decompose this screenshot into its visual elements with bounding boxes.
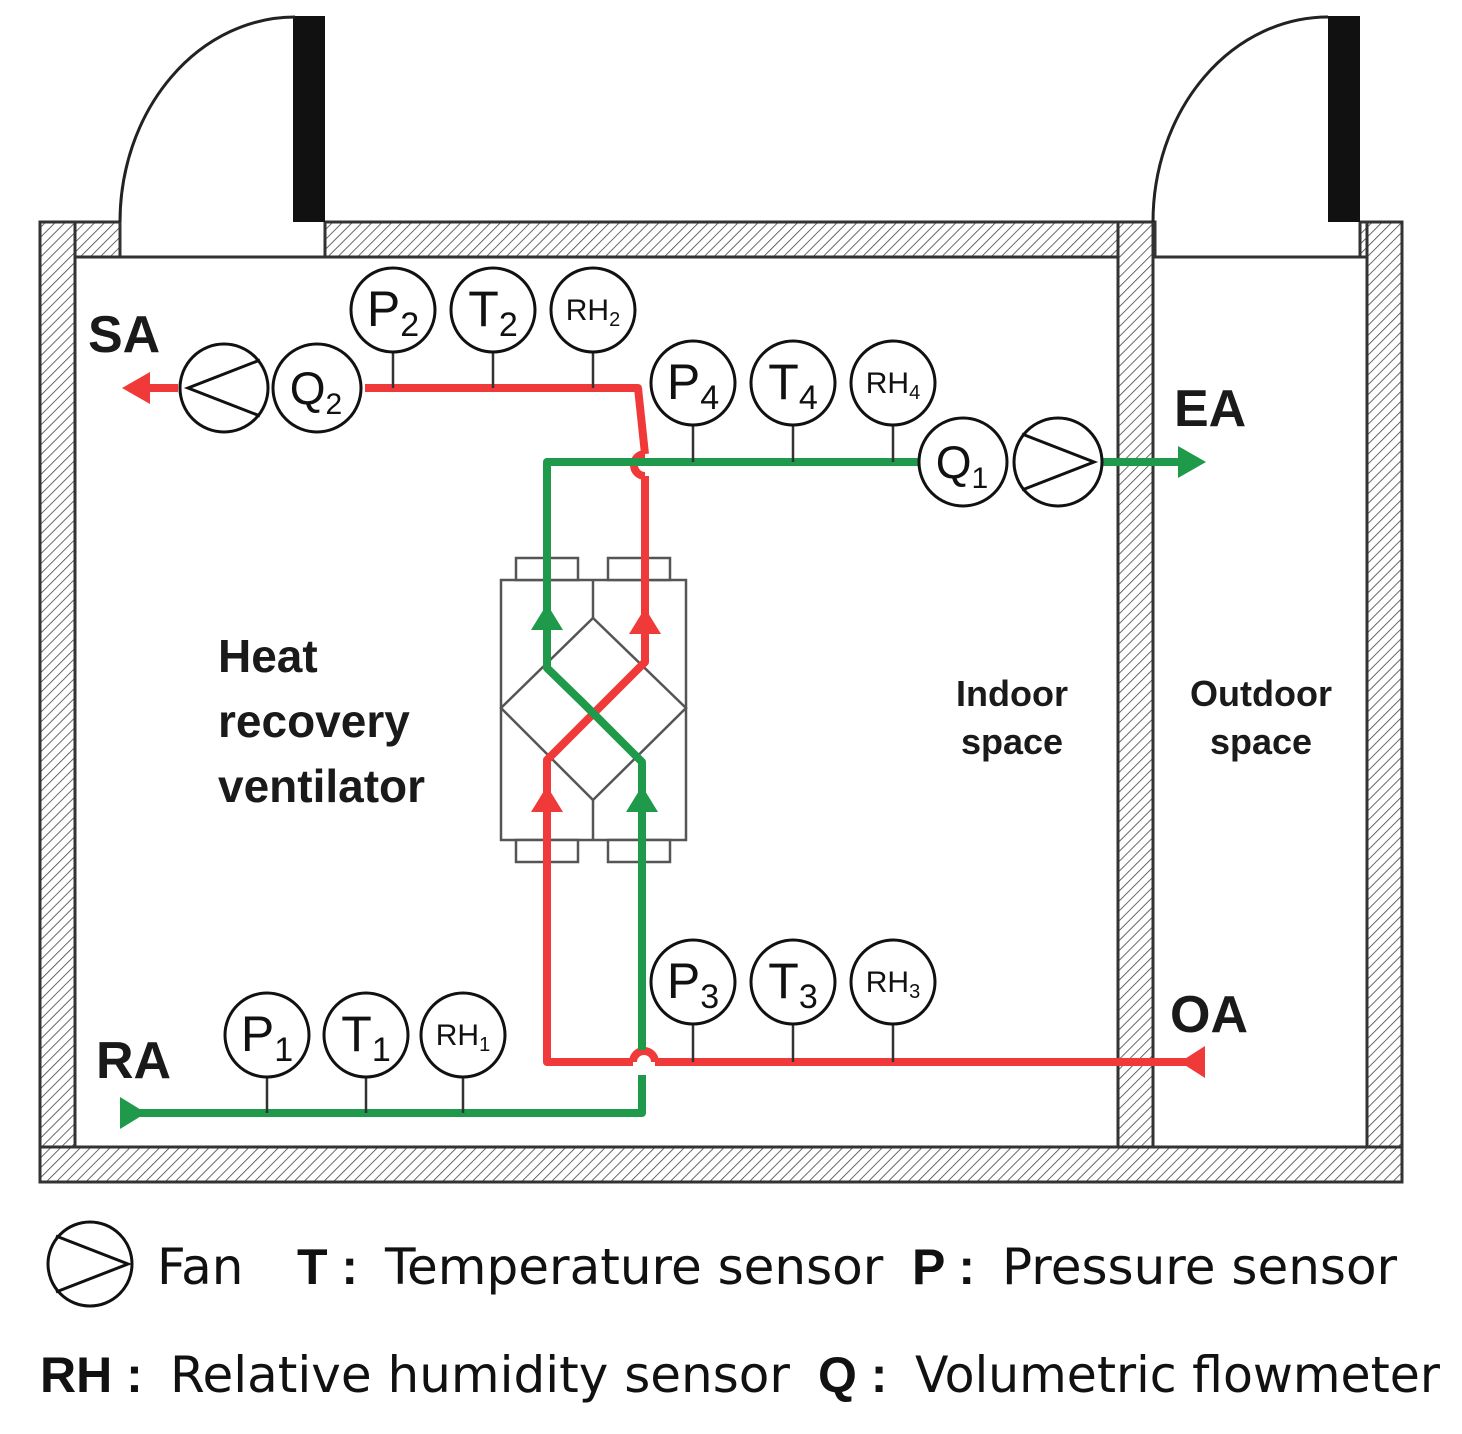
- building-walls: [38, 220, 1404, 1184]
- svg-text:RH2: RH2: [566, 294, 620, 331]
- svg-text:P2: P2: [367, 281, 419, 344]
- svg-text:Indoor: Indoor: [956, 673, 1068, 714]
- sensor-p2: P2: [349, 266, 437, 354]
- oa-inlet-arrow-icon: [1180, 1046, 1205, 1078]
- label-ra: RA: [96, 1032, 171, 1090]
- ea-flow-arrow-icon: [1178, 446, 1206, 478]
- sensor-q2: Q2: [271, 342, 363, 434]
- supply-up-arrow-icon: [531, 786, 563, 812]
- legend-q-desc: Volumetric flowmeter: [915, 1346, 1440, 1404]
- svg-text:Outdoor: Outdoor: [1190, 673, 1332, 714]
- svg-text:P1: P1: [241, 1006, 293, 1069]
- label-indoor-space: Indoor space: [956, 673, 1068, 762]
- legend: Fan T : Temperature sensor P : Pressure …: [40, 1220, 1440, 1404]
- sensor-p1: P1: [223, 991, 311, 1079]
- legend-t-key: T :: [297, 1239, 358, 1295]
- supply-up-arrow-icon: [629, 608, 661, 634]
- legend-rh-desc: Relative humidity sensor: [170, 1346, 790, 1404]
- svg-text:ventilator: ventilator: [218, 760, 425, 812]
- svg-text:T1: T1: [341, 1006, 390, 1069]
- ra-inlet-arrow-icon: [120, 1097, 146, 1129]
- svg-text:RH1: RH1: [436, 1019, 490, 1056]
- svg-text:Q2: Q2: [290, 362, 342, 421]
- svg-text:Q1: Q1: [936, 436, 988, 495]
- svg-text:T2: T2: [468, 281, 517, 344]
- sensor-t1: T1: [322, 991, 410, 1079]
- sensor-rh2: RH2: [549, 266, 637, 354]
- sensor-rh3: RH3: [849, 938, 937, 1026]
- sensor-t4: T4: [749, 339, 837, 427]
- door-left: [118, 15, 325, 223]
- svg-text:RH3: RH3: [866, 966, 920, 1003]
- door-right: [1151, 15, 1360, 223]
- label-outdoor-space: Outdoor space: [1190, 673, 1332, 762]
- svg-text:recovery: recovery: [218, 695, 410, 747]
- supply-air-line: [145, 384, 1195, 1066]
- sensor-q1: Q1: [917, 416, 1009, 508]
- svg-text:T4: T4: [768, 354, 817, 417]
- fan-icon: [178, 342, 270, 434]
- legend-t-desc: Temperature sensor: [384, 1238, 884, 1296]
- svg-text:RH4: RH4: [866, 367, 920, 404]
- legend-p-key: P :: [912, 1239, 975, 1295]
- sensor-p3: P3: [649, 938, 737, 1026]
- legend-fan: Fan: [157, 1238, 244, 1296]
- fan-icon: [1012, 416, 1104, 508]
- sensor-t3: T3: [749, 938, 837, 1026]
- svg-text:P3: P3: [667, 953, 719, 1016]
- svg-text:Heat: Heat: [218, 630, 318, 682]
- svg-text:T3: T3: [768, 953, 817, 1016]
- svg-text:space: space: [1210, 721, 1312, 762]
- label-oa: OA: [1170, 986, 1248, 1044]
- svg-text:P4: P4: [667, 354, 719, 417]
- sensor-rh4: RH4: [849, 339, 937, 427]
- sensor-t2: T2: [449, 266, 537, 354]
- legend-q-key: Q :: [818, 1347, 887, 1403]
- fan-icon: [46, 1220, 134, 1308]
- sa-flow-arrow-icon: [122, 372, 150, 404]
- svg-text:space: space: [961, 721, 1063, 762]
- exhaust-up-arrow-icon: [531, 604, 563, 630]
- legend-rh-key: RH :: [40, 1347, 143, 1403]
- label-heat-recovery-ventilator: Heat recovery ventilator: [218, 630, 425, 812]
- label-ea: EA: [1174, 380, 1246, 438]
- sensor-p4: P4: [649, 339, 737, 427]
- legend-p-desc: Pressure sensor: [1002, 1238, 1398, 1296]
- label-sa: SA: [88, 306, 160, 364]
- sensor-rh1: RH1: [419, 991, 507, 1079]
- sensor-stems: [265, 352, 895, 1113]
- exhaust-up-arrow-icon: [626, 786, 658, 812]
